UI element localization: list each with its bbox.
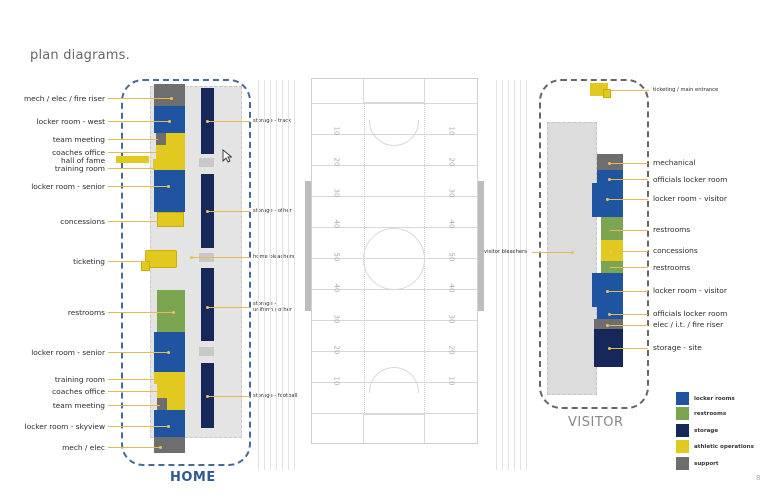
home-concessions [157,212,184,227]
visitor-label-restrooms: restrooms [653,225,691,234]
visitor-sideline-bench [478,181,484,311]
visitor-label-restrooms-2: restrooms [653,263,691,272]
home-ticketing-booth [141,261,150,271]
home-locker-room-skyview [154,410,185,437]
visitor-bleachers [547,122,597,395]
home-label-coaches-office: coaches office [52,148,105,157]
yard-number: 10 [447,376,456,386]
home-mech-elec [154,437,185,453]
visitor-label-storage-site: storage - site [653,343,702,352]
yard-number: 20 [332,345,341,355]
yard-number: 20 [447,157,456,167]
home-coaches-office-2 [157,384,185,398]
legend-swatch-restrooms [676,407,689,420]
page-title: plan diagrams. [30,48,130,63]
home-team-meeting-support [156,133,166,145]
yard-number: 50 [447,252,456,262]
visitor-outline [539,79,649,409]
home-coaches-office [156,145,185,159]
legend-label-locker-rooms: locker rooms [694,396,735,402]
visitor-label-officials-locker-room-2: officials locker room [653,309,728,318]
home-stair-icon [199,158,214,167]
visitor-label-elec-it-fire-riser: elec / i.t. / fire riser [653,320,724,329]
legend-label-storage: storage [694,428,719,434]
home-label-locker-room-senior: locker room - senior [31,182,105,191]
home-storage-uniform-other [201,268,214,341]
home-ticketing [145,250,177,268]
visitor-label-bleachers: visitor bleachers [484,249,527,255]
home-locker-room-senior [154,170,185,212]
home-zone-label: HOME [170,470,216,485]
visitor-restrooms [601,217,623,240]
home-label-mech-elec: mech / elec [62,443,105,452]
yard-number: 20 [332,157,341,167]
visitor-label-concessions: concessions [653,246,698,255]
home-label-training-room-2: training room [54,375,105,384]
legend-swatch-locker-rooms [676,392,689,405]
yard-number: 30 [332,188,341,198]
football-field [311,78,478,444]
yard-number: 30 [447,314,456,324]
mouse-cursor-icon [222,149,232,163]
home-label-locker-room-west: locker room - west [36,117,105,126]
legend-label-athletic-operations: athletic operations [694,444,754,450]
visitor-label-ticketing-main-entrance: ticketing / main entrance [653,87,719,93]
home-restrooms [157,290,185,332]
legend-swatch-athletic-operations [676,440,689,453]
legend-swatch-support [676,457,689,470]
legend-label-restrooms: restrooms [694,411,727,417]
home-label-storage-track: storage - track [253,118,292,124]
yard-number: 20 [447,345,456,355]
home-outline [121,79,251,466]
legend-swatch-storage [676,424,689,437]
home-training-room [153,159,185,170]
home-label-coaches-office-2: coaches office [52,387,105,396]
yard-number: 50 [332,252,341,262]
legend-label-support: support [694,461,719,467]
home-label-mech-elec-fire-riser: mech / elec / fire riser [23,94,105,103]
visitor-label-mechanical: mechanical [653,158,696,167]
home-label-home-bleachers: home bleachers [253,254,295,260]
home-team-meeting [166,133,185,145]
yard-number: 30 [332,314,341,324]
visitor-ticketing-booth [603,89,611,98]
home-label-restrooms: restrooms [67,308,105,317]
yard-number: 10 [447,126,456,136]
home-team-meeting-support-2 [157,398,167,410]
home-label-locker-room-skyview: locker room - skyview [24,422,105,431]
yard-number: 40 [332,283,341,293]
home-hall-of-fame [116,156,149,163]
yard-number: 40 [447,283,456,293]
home-sideline-bench [305,181,311,311]
visitor-label-locker-room-visitor-2: locker room - visitor [653,286,727,295]
home-mech-elec-fire-riser [154,84,185,106]
visitor-label-officials-locker-room: officials locker room [653,175,728,184]
home-label-hall-of-fame: hall of fame [60,156,105,165]
home-label-uniform-other: uniform / other [253,307,292,313]
home-label-locker-room-senior-2: locker room - senior [31,348,105,357]
yard-number: 40 [332,219,341,229]
page-number: 8 [756,474,761,482]
home-locker-room-west [154,106,185,133]
home-label-team-meeting-2: team meeting [52,401,105,410]
home-training-room-2 [154,372,185,384]
home-label-storage-football: storage - football [253,393,297,399]
home-team-meeting-2 [167,398,185,410]
visitor-zone-label: VISITOR [568,415,624,430]
home-label-ticketing: ticketing [73,257,105,266]
yard-number: 10 [332,376,341,386]
yard-number: 40 [447,219,456,229]
home-label-storage-other: storage - other [253,208,292,214]
visitor-label-locker-room-visitor: locker room - visitor [653,194,727,203]
home-label-team-meeting: team meeting [52,135,105,144]
home-stair-icon [199,347,214,356]
home-label-concessions: concessions [60,217,105,226]
visitor-officials-locker-room [597,170,623,183]
yard-number: 30 [447,188,456,198]
home-label-training-room: training room [54,164,105,173]
yard-number: 10 [332,126,341,136]
